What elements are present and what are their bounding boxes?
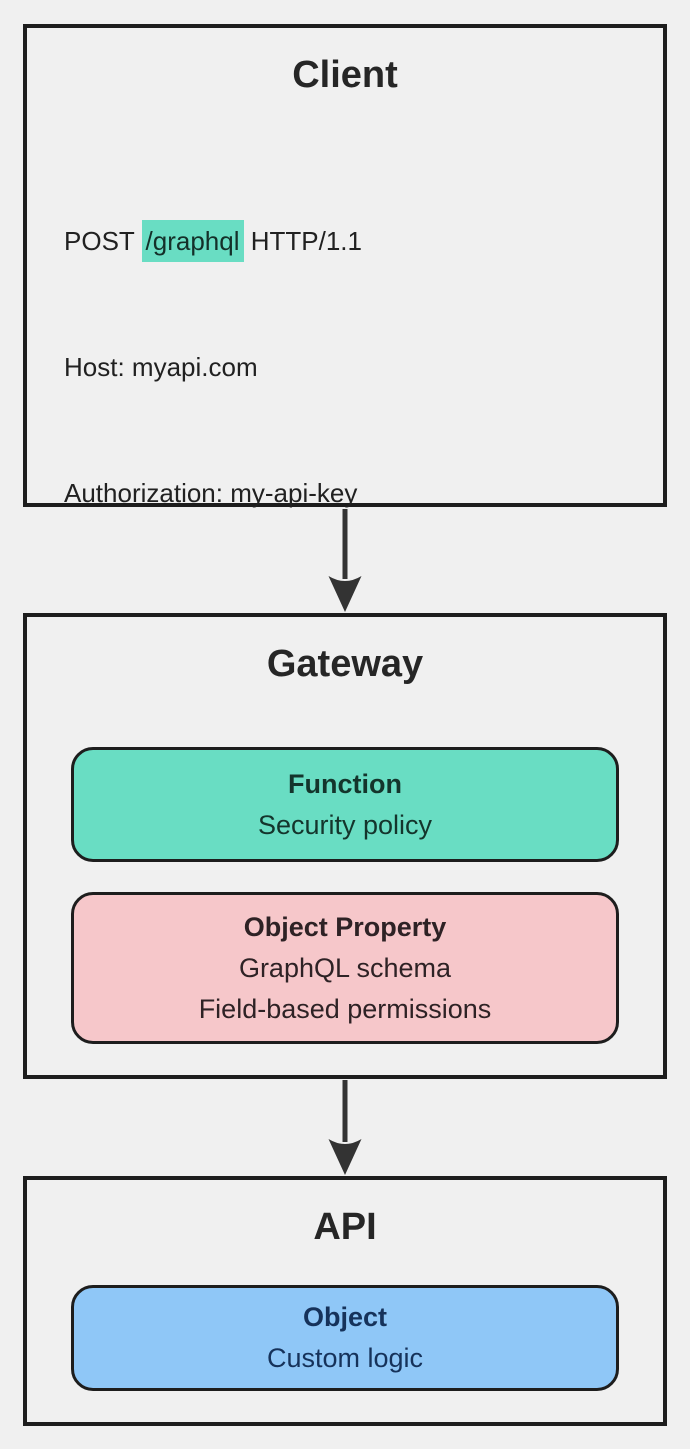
authorization-header: Authorization: my-api-key [64,478,358,508]
function-card-line: Security policy [257,809,433,840]
arrow-gateway-to-api-icon [328,1080,362,1175]
object-card-title: Object [302,1302,388,1332]
host-header: Host: myapi.com [64,352,258,382]
object-property-card: Object Property GraphQL schema Field-bas… [71,892,619,1044]
function-card: Function Security policy [71,747,619,862]
gateway-title: Gateway [266,643,424,685]
object-property-card-line-2: Field-based permissions [198,993,492,1024]
request-protocol: HTTP/1.1 [243,226,362,256]
request-path-highlight: /graphql [141,220,244,262]
request-method: POST [64,226,142,256]
arrow-client-to-gateway-icon [328,509,362,612]
object-property-card-title: Object Property [243,911,447,942]
function-card-title: Function [288,768,402,799]
object-card-line: Custom logic [266,1343,424,1373]
request-line: POST /graphql HTTP/1.1 [64,220,663,262]
object-property-card-line-1: GraphQL schema [238,952,452,983]
gateway-box: Gateway Function Security policy Object … [23,613,667,1079]
client-title: Client [292,54,398,96]
api-title: API [313,1206,377,1248]
client-box: Client POST /graphql HTTP/1.1 Host: myap… [23,24,667,1054]
object-card: Object Custom logic [71,1285,619,1391]
api-box: API Object Custom logic [23,1176,667,1426]
